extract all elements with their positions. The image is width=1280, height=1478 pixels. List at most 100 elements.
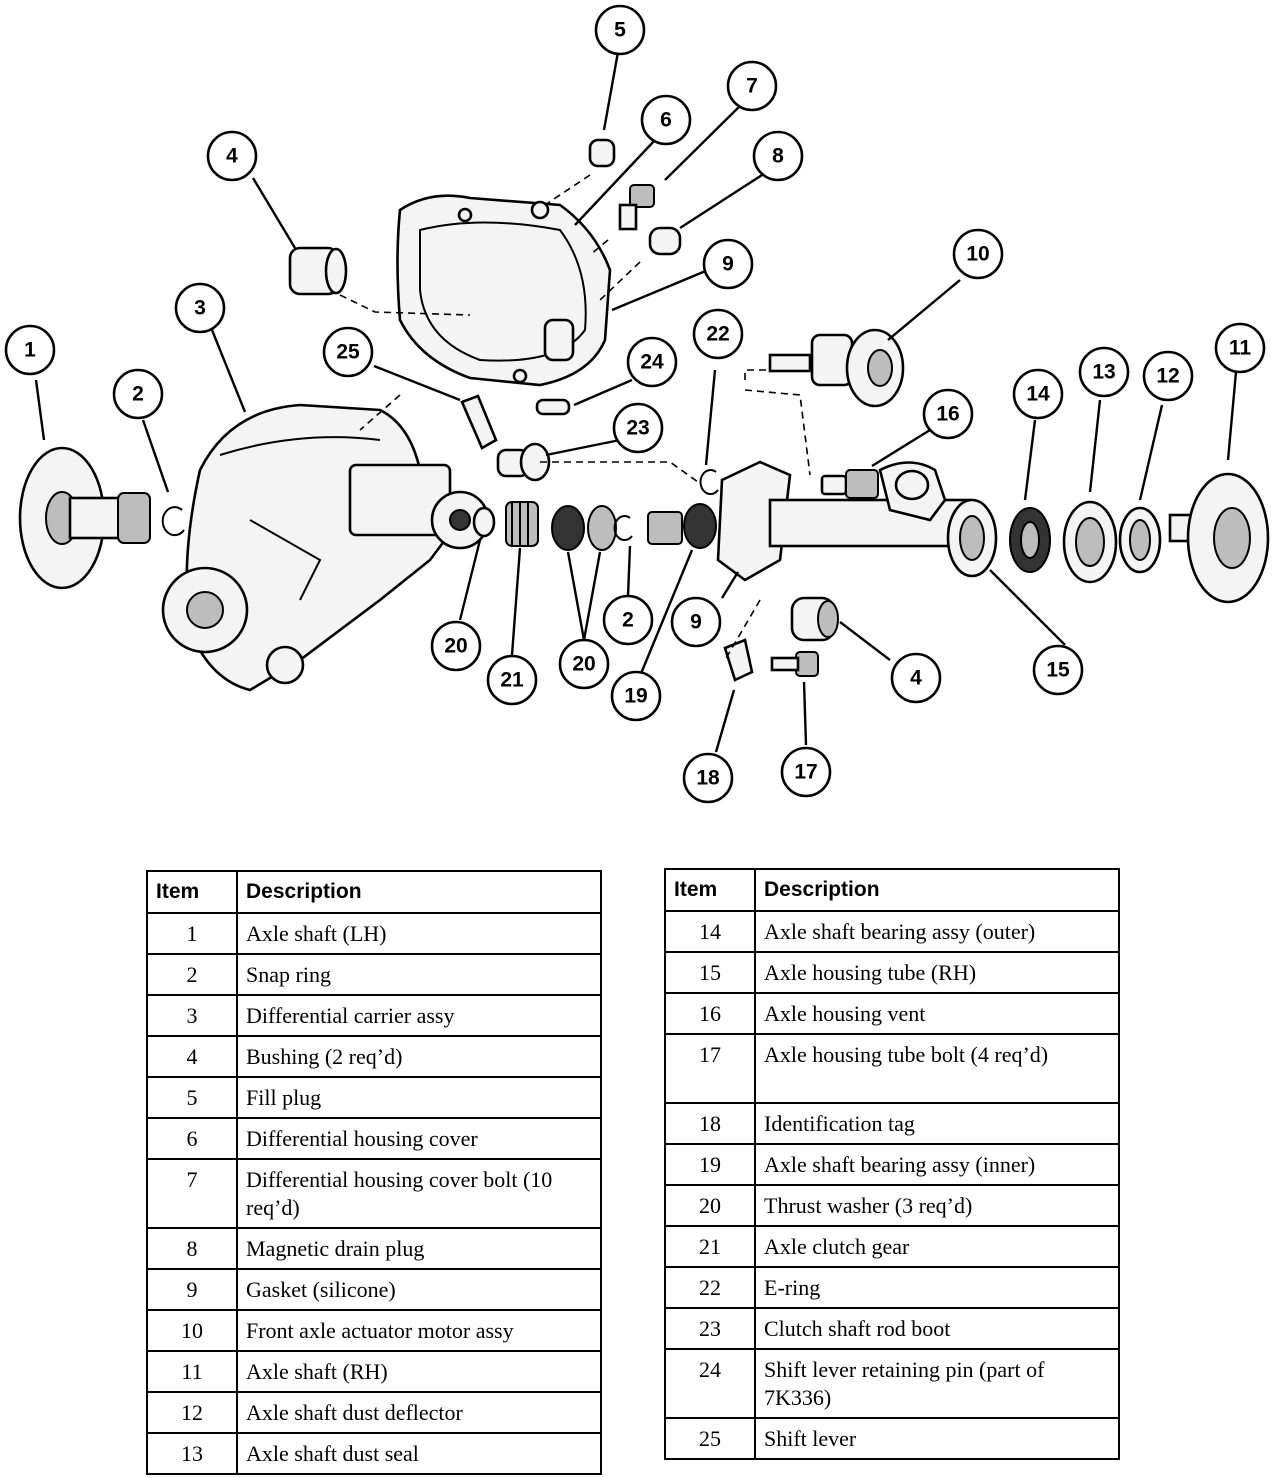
item-number: 11: [146, 1350, 238, 1393]
callout-18: 18: [682, 752, 734, 804]
callout-6: 6: [640, 94, 692, 146]
part-splined-shaft: [647, 511, 683, 545]
callout-12: 12: [1142, 350, 1194, 402]
part-thrust-washer-1: [472, 506, 496, 538]
column-header-description: Description: [754, 868, 1120, 912]
item-number: 10: [146, 1309, 238, 1352]
item-description: Bushing (2 req’d): [236, 1035, 602, 1078]
svg-text:22: 22: [706, 323, 729, 346]
item-number: 8: [146, 1227, 238, 1270]
item-number: 18: [664, 1102, 756, 1145]
part-axle-shaft-lh: [18, 446, 151, 590]
item-description: Axle shaft dust seal: [236, 1432, 602, 1475]
callout-3: 3: [174, 282, 226, 334]
callout-4-top: 4: [206, 130, 258, 182]
item-description: Differential housing cover: [236, 1117, 602, 1160]
callout-10: 10: [952, 228, 1004, 280]
part-tube-bolt: [770, 651, 819, 677]
part-axle-shaft-rh: [1168, 472, 1270, 604]
column-header-item: Item: [146, 870, 238, 914]
callout-17: 17: [780, 746, 832, 798]
item-number: 20: [664, 1184, 756, 1227]
svg-text:23: 23: [626, 417, 649, 440]
item-description: Snap ring: [236, 953, 602, 996]
table-header-row: Item Description: [146, 870, 602, 914]
item-number: 25: [664, 1417, 756, 1460]
part-differential-carrier: [161, 403, 490, 692]
svg-text:2: 2: [622, 609, 634, 632]
item-description: Clutch shaft rod boot: [754, 1307, 1120, 1350]
svg-text:12: 12: [1156, 365, 1179, 388]
exploded-axle-diagram: 1 2 3 4 5 6 7 8 9 10 11 12 13 14 15 16 1…: [4, 4, 1270, 804]
part-thrust-washer-2: [551, 505, 585, 551]
callout-1: 1: [4, 324, 56, 376]
callout-2-center: 2: [602, 594, 654, 646]
item-description: Differential carrier assy: [236, 994, 602, 1037]
item-number: 14: [664, 910, 756, 953]
callout-23: 23: [612, 402, 664, 454]
svg-text:15: 15: [1046, 659, 1070, 682]
column-header-item: Item: [664, 868, 756, 912]
item-number: 16: [664, 992, 756, 1035]
part-e-ring: [699, 469, 719, 495]
callout-2-left: 2: [112, 368, 164, 420]
callout-25: 25: [322, 326, 374, 378]
item-description: Axle shaft dust deflector: [236, 1391, 602, 1434]
callout-5: 5: [594, 4, 646, 56]
item-description: Axle housing vent: [754, 992, 1120, 1035]
svg-text:10: 10: [966, 243, 989, 266]
part-actuator-motor: [768, 328, 905, 408]
part-bushing-top: [288, 246, 348, 296]
callout-16: 16: [922, 388, 974, 440]
part-thrust-washer-3: [587, 505, 617, 551]
part-snap-ring-center: [613, 515, 633, 541]
svg-text:16: 16: [936, 403, 959, 426]
item-description: Identification tag: [754, 1102, 1120, 1145]
item-description: Axle housing tube (RH): [754, 951, 1120, 994]
svg-text:7: 7: [746, 75, 758, 98]
callout-20-center: 20: [558, 638, 610, 690]
svg-text:4: 4: [910, 667, 922, 690]
item-description: E-ring: [754, 1266, 1120, 1309]
item-description: Shift lever retaining pin (part of 7K336…: [754, 1348, 1120, 1419]
callout-7: 7: [726, 60, 778, 112]
svg-text:20: 20: [572, 653, 595, 676]
part-identification-tag: [723, 638, 754, 682]
callout-9-top: 9: [702, 238, 754, 290]
svg-text:6: 6: [660, 109, 672, 132]
svg-text:18: 18: [696, 767, 720, 790]
svg-text:1: 1: [24, 339, 36, 362]
callout-13: 13: [1078, 346, 1130, 398]
item-description: Axle shaft bearing assy (outer): [754, 910, 1120, 953]
callout-21: 21: [486, 654, 538, 706]
svg-text:20: 20: [444, 635, 467, 658]
item-description: Gasket (silicone): [236, 1268, 602, 1311]
part-retaining-pin: [535, 398, 571, 416]
svg-text:21: 21: [500, 669, 524, 692]
svg-text:25: 25: [336, 341, 360, 364]
column-header-description: Description: [236, 870, 602, 914]
callout-19: 19: [610, 670, 662, 722]
table-header-row: Item Description: [664, 868, 1120, 912]
item-number: 9: [146, 1268, 238, 1311]
item-description: Front axle actuator motor assy: [236, 1309, 602, 1352]
item-description: Fill plug: [236, 1076, 602, 1119]
callout-20-left: 20: [430, 620, 482, 672]
